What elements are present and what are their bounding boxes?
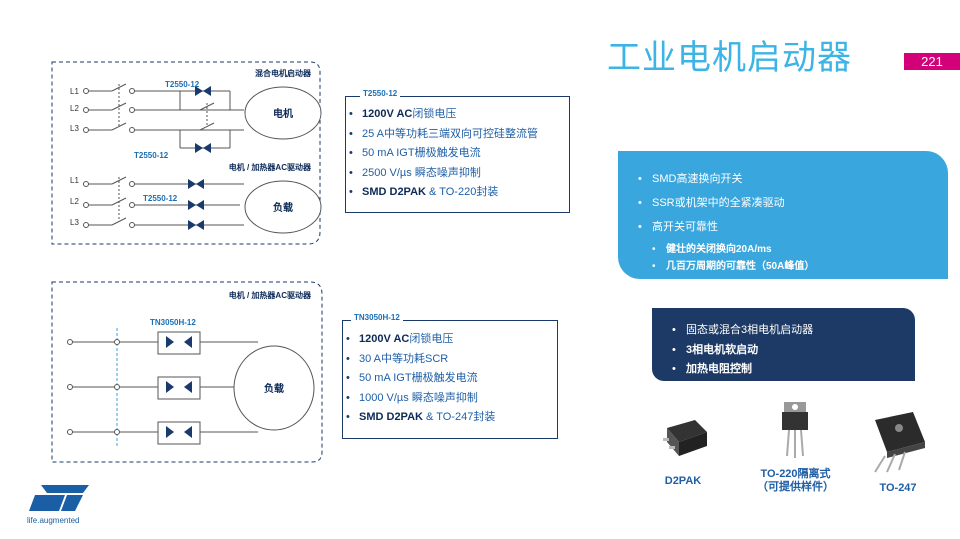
line-label-l2b: L2 bbox=[70, 197, 79, 206]
feature-item: 高开关可靠性 bbox=[638, 217, 948, 241]
triac-symbols-top bbox=[195, 86, 211, 153]
line-label-l2: L2 bbox=[70, 104, 79, 113]
spec-item: 30 A中等功耗SCR bbox=[343, 350, 557, 370]
ac-driver-title-top: 电机 / 加热器AC驱动器 bbox=[229, 162, 312, 172]
motor-label: 电机 bbox=[273, 107, 293, 120]
application-item: 固态或混合3相电机启动器 bbox=[672, 321, 915, 341]
spec-item: 1000 V/µs 瞬态噪声抑制 bbox=[343, 389, 557, 409]
bottom-panel-border bbox=[51, 281, 323, 463]
ac-driver-title-bottom: 电机 / 加热器AC驱动器 bbox=[229, 290, 312, 300]
hybrid-starter-title: 混合电机启动器 bbox=[255, 68, 312, 78]
part-label-tn3050: TN3050H-12 bbox=[150, 318, 196, 327]
load-label-bottom: 负载 bbox=[264, 382, 284, 395]
load-label-top: 负载 bbox=[273, 201, 293, 214]
circuit-diagrams: 混合电机启动器 L1 L2 L3 T2550-12 T2550-12 电机 电机… bbox=[51, 61, 323, 463]
spec-item: 2500 V/µs 瞬态噪声抑制 bbox=[346, 164, 569, 184]
spec-item: SMD D2PAK & TO-247封装 bbox=[343, 408, 557, 428]
line-label-l1: L1 bbox=[70, 87, 79, 96]
hybrid-starter-circuit bbox=[86, 83, 244, 149]
spec-item: 50 mA IGT栅极触发电流 bbox=[343, 369, 557, 389]
spec-list-t2550: 1200V AC闭锁电压 25 A中等功耗三端双向可控硅整流管 50 mA IG… bbox=[346, 97, 569, 203]
feature-item: SSR或机架中的全紧凑驱动 bbox=[638, 193, 948, 217]
scr-driver-circuit bbox=[70, 328, 258, 446]
feature-subitem: 健壮的关闭换向20A/ms bbox=[652, 241, 948, 258]
d2pak-package-icon bbox=[663, 420, 707, 456]
spec-item: 1200V AC闭锁电压 bbox=[346, 105, 569, 125]
spec-item: 50 mA IGT栅极触发电流 bbox=[346, 144, 569, 164]
top-panel-border bbox=[51, 61, 321, 245]
load-circle-bottom bbox=[233, 345, 315, 431]
d2pak-label: D2PAK bbox=[664, 475, 702, 487]
line-label-l3: L3 bbox=[70, 124, 79, 133]
part-label-t2550-b: T2550-12 bbox=[134, 151, 169, 160]
st-logo-icon bbox=[29, 485, 89, 511]
spec-list-tn3050: 1200V AC闭锁电压 30 A中等功耗SCR 50 mA IGT栅极触发电流… bbox=[343, 321, 557, 428]
page-title: 工业电机启动器 bbox=[607, 38, 852, 78]
page-number: 221 bbox=[904, 53, 960, 70]
line-label-l1b: L1 bbox=[70, 176, 79, 185]
part-label-t2550-c: T2550-12 bbox=[143, 194, 178, 203]
spec-item: SMD D2PAK & TO-220封装 bbox=[346, 183, 569, 203]
spec-box-tn3050: TN3050H-12 1200V AC闭锁电压 30 A中等功耗SCR 50 m… bbox=[342, 313, 558, 439]
to247-package-icon bbox=[874, 412, 925, 473]
application-item: 3相电机软启动 bbox=[672, 341, 915, 361]
feature-item: SMD高速换向开关 bbox=[638, 169, 948, 193]
features-box: SMD高速换向开关 SSR或机架中的全紧凑驱动 高开关可靠性 健壮的关闭换向20… bbox=[618, 151, 948, 279]
spec-tag-t2550: T2550-12 bbox=[360, 89, 401, 98]
logo-tagline: life.augmented bbox=[27, 516, 80, 525]
applications-box: 固态或混合3相电机启动器 3相电机软启动 加热电阻控制 bbox=[652, 308, 915, 381]
part-label-t2550-a: T2550-12 bbox=[165, 80, 200, 89]
feature-subitem: 几百万周期的可靠性（50A峰值） bbox=[652, 258, 948, 275]
to247-label: TO-247 bbox=[879, 482, 917, 494]
motor-circle bbox=[244, 86, 322, 140]
features-list: SMD高速换向开关 SSR或机架中的全紧凑驱动 高开关可靠性 健壮的关闭换向20… bbox=[618, 151, 948, 275]
application-item: 加热电阻控制 bbox=[672, 360, 915, 380]
to220-package-icon bbox=[782, 402, 808, 458]
line-label-l3b: L3 bbox=[70, 218, 79, 227]
load-circle-top bbox=[244, 180, 322, 234]
applications-list: 固态或混合3相电机启动器 3相电机软启动 加热电阻控制 bbox=[652, 308, 915, 380]
scr-symbols bbox=[166, 336, 192, 438]
spec-box-t2550: T2550-12 1200V AC闭锁电压 25 A中等功耗三端双向可控硅整流管… bbox=[345, 89, 570, 213]
to220-label: TO-220隔离式 （可提供样件） bbox=[757, 468, 834, 493]
spec-tag-tn3050: TN3050H-12 bbox=[351, 313, 403, 322]
spec-item: 1200V AC闭锁电压 bbox=[343, 330, 557, 350]
spec-item: 25 A中等功耗三端双向可控硅整流管 bbox=[346, 125, 569, 145]
